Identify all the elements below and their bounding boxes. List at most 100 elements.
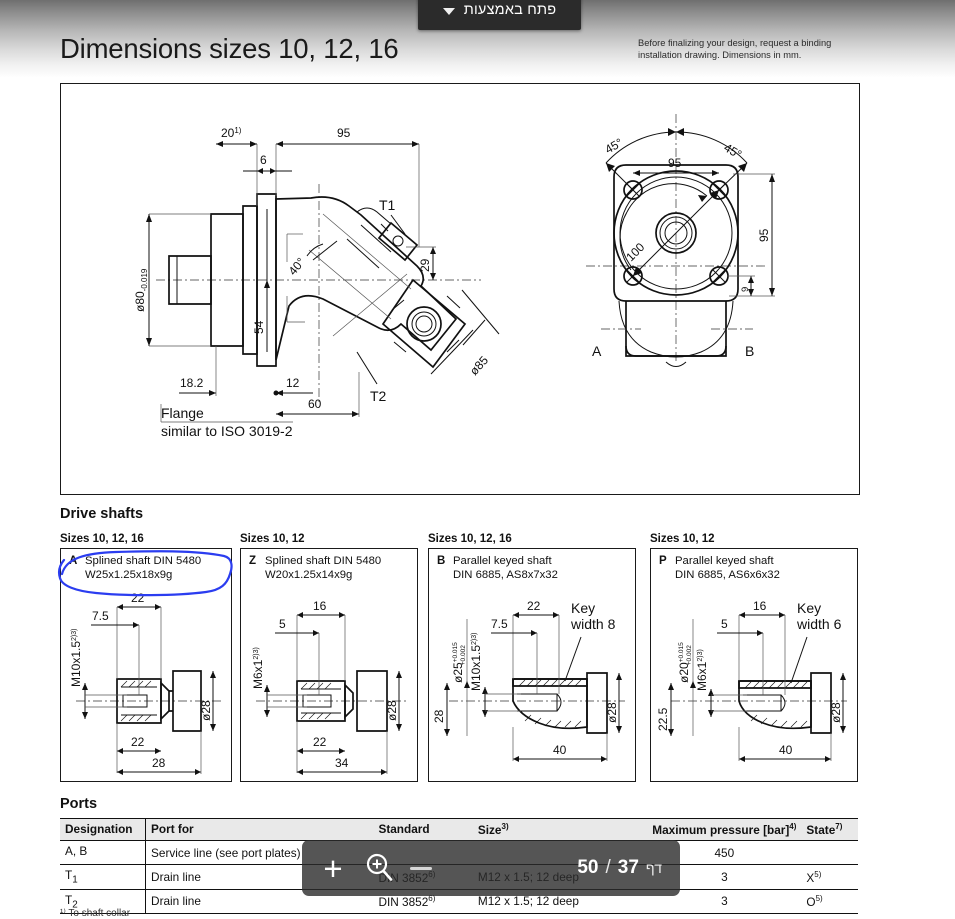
main-drawing-frame: 40° 201) 95 6 ø80-0.019 29 54 — [60, 83, 860, 495]
dim-dia80: ø80-0.019 — [133, 268, 149, 312]
dim-b-22: 22 — [527, 599, 541, 613]
ports-cell-designation: T1 — [60, 864, 147, 890]
drive-shaft-desc-a-line1: Splined shaft DIN 5480 — [85, 555, 202, 567]
dim-p-22-5: 22.5 — [656, 707, 670, 731]
label-port-A: A — [592, 343, 602, 359]
dim-12: 12 — [286, 376, 300, 390]
page-label: דף — [645, 860, 662, 876]
dim-20: 201) — [221, 126, 242, 140]
drive-shaft-desc-b-line1: Parallel keyed shaft — [453, 555, 552, 567]
dim-p-5: 5 — [721, 617, 728, 631]
dim-z-22: 22 — [313, 735, 327, 749]
dim-9: 9 — [740, 287, 751, 292]
key-note-p-line1: Key — [797, 600, 821, 616]
ports-col-standard: Standard — [373, 818, 473, 841]
ports-cell-designation: A, B — [60, 840, 147, 866]
ports-col-state: State7) — [801, 818, 858, 841]
page-separator: / — [605, 857, 611, 878]
drive-shaft-desc-a-line2: W25x1.25x18x9g — [85, 568, 173, 581]
dim-a-dia28: ø28 — [199, 700, 213, 721]
dim-b-40: 40 — [553, 743, 567, 757]
dim-29: 29 — [418, 258, 432, 272]
ports-col-designation: Designation — [60, 818, 147, 841]
drive-shaft-desc-z: Splined shaft DIN 5480 W20x1.25x14x9g — [265, 555, 381, 582]
design-note-line-1: Before finalizing your design, request a… — [638, 38, 832, 48]
open-with-button[interactable]: פתח באמצעות — [418, 0, 581, 30]
label-T2: T2 — [370, 388, 387, 404]
front-view-group: 100 45° 45° 95 95 9 A B — [586, 114, 775, 367]
dim-p-16: 16 — [753, 599, 767, 613]
dim-a-22-top: 22 — [131, 591, 145, 605]
drive-shaft-option-b[interactable]: B Parallel keyed shaft DIN 6885, AS8x7x3… — [428, 548, 636, 782]
drive-shaft-desc-b: Parallel keyed shaft DIN 6885, AS8x7x32 — [453, 555, 558, 582]
label-port-B: B — [745, 343, 754, 359]
drive-shaft-desc-a: Splined shaft DIN 5480 W25x1.25x18x9g — [85, 555, 201, 582]
page-indicator[interactable]: 50 / 37 דף — [577, 857, 664, 879]
dim-z-thread: M6x12)3) — [251, 647, 265, 689]
label-T1: T1 — [379, 197, 396, 213]
dim-p-dia28: ø28 — [829, 702, 843, 723]
drive-shaft-option-a[interactable]: A Splined shaft DIN 5480 W25x1.25x18x9g … — [60, 548, 232, 782]
dim-18-2: 18.2 — [180, 376, 204, 390]
drive-shaft-sizes-label-p: Sizes 10, 12 — [650, 533, 715, 545]
plus-icon[interactable]: + — [323, 849, 343, 887]
dim-p-thread: M6x12)3) — [695, 649, 709, 691]
dim-p-shaft-dia: ø20+0.015+0.002 — [677, 642, 693, 683]
current-page: 50 — [577, 857, 599, 878]
dim-a-28: 28 — [152, 756, 166, 770]
drive-shaft-drawing-b: 22 7.5 Key width 8 M10x1.52)3) ø25+0.015… — [432, 599, 625, 762]
flange-note-line-2: similar to ISO 3019-2 — [161, 423, 293, 439]
ports-cell-state: O5) — [801, 889, 858, 915]
dim-95-front-height: 95 — [757, 228, 771, 242]
dim-b-dia28: ø28 — [605, 702, 619, 723]
dim-z-34: 34 — [335, 756, 349, 770]
total-pages: 37 — [617, 857, 639, 878]
drive-shaft-desc-p: Parallel keyed shaft DIN 6885, AS6x6x32 — [675, 555, 780, 582]
ports-table-header-row: Designation Port for Standard Size3) Max… — [60, 818, 858, 841]
dim-b-thread: M10x1.52)3) — [469, 633, 483, 691]
dim-z-dia28: ø28 — [385, 700, 399, 721]
dim-b-7-5: 7.5 — [491, 617, 508, 631]
technical-drawing-svg: 40° 201) 95 6 ø80-0.019 29 54 — [133, 114, 775, 439]
drive-shaft-code-z: Z — [249, 555, 257, 567]
drive-shaft-desc-p-line2: DIN 6885, AS6x6x32 — [675, 568, 780, 581]
drive-shaft-drawing-a: 22 7.5 M10x1.52)3) ø28 22 28 — [69, 591, 221, 775]
ports-cell-state — [801, 840, 858, 866]
drive-shaft-desc-p-line1: Parallel keyed shaft — [675, 555, 774, 567]
drive-shaft-option-z[interactable]: Z Splined shaft DIN 5480 W20x1.25x14x9g … — [240, 548, 418, 782]
page-title: Dimensions sizes 10, 12, 16 — [60, 33, 399, 64]
magnifier-plus-icon[interactable] — [362, 851, 396, 885]
dim-p-40: 40 — [779, 743, 793, 757]
key-note-p-line2: width 6 — [796, 616, 842, 632]
drive-shaft-sizes-label-z: Sizes 10, 12 — [240, 533, 305, 545]
flange-note-line-1: Flange — [161, 405, 204, 421]
dim-6: 6 — [260, 153, 267, 167]
drive-shaft-option-p[interactable]: P Parallel keyed shaft DIN 6885, AS6x6x3… — [650, 548, 858, 782]
ports-col-max-pressure: Maximum pressure [bar]4) — [647, 818, 802, 841]
ports-footnote: ¹⁾ To shaft collar — [60, 908, 131, 919]
ports-col-size: Size3) — [472, 818, 648, 841]
key-note-b-line1: Key — [571, 600, 595, 616]
ports-col-port-for: Port for — [145, 818, 374, 841]
side-view-group: 40° 201) 95 6 ø80-0.019 29 54 — [133, 126, 500, 439]
drive-shaft-drawing-p: 16 5 Key width 6 M6x12)3) ø20+0.015+0.00… — [656, 599, 847, 762]
drive-shaft-desc-z-line2: W20x1.25x14x9g — [265, 568, 353, 581]
ports-cell-state: X5) — [801, 864, 858, 890]
minus-icon[interactable] — [410, 866, 432, 870]
drive-shaft-drawing-z: 16 5 M6x12)3) ø28 22 34 — [251, 599, 407, 775]
pdf-viewer-toolbar[interactable]: + 50 / 37 דף — [302, 840, 680, 896]
drive-shaft-desc-z-line1: Splined shaft DIN 5480 — [265, 555, 382, 567]
open-with-label: פתח באמצעות — [463, 2, 557, 18]
drive-shaft-sizes-label-b: Sizes 10, 12, 16 — [428, 533, 512, 545]
design-note: Before finalizing your design, request a… — [638, 38, 870, 61]
dim-z-16: 16 — [313, 599, 327, 613]
ports-cell-designation: T2 — [60, 889, 147, 915]
drive-shaft-code-a: A — [69, 555, 78, 567]
dim-95-front-width: 95 — [668, 156, 682, 170]
drive-shaft-code-b: B — [437, 555, 446, 567]
drive-shaft-desc-b-line2: DIN 6885, AS8x7x32 — [453, 568, 558, 581]
dim-60: 60 — [308, 397, 322, 411]
ports-heading: Ports — [60, 796, 98, 812]
dim-b-28: 28 — [432, 709, 446, 723]
dim-z-5: 5 — [279, 617, 286, 631]
